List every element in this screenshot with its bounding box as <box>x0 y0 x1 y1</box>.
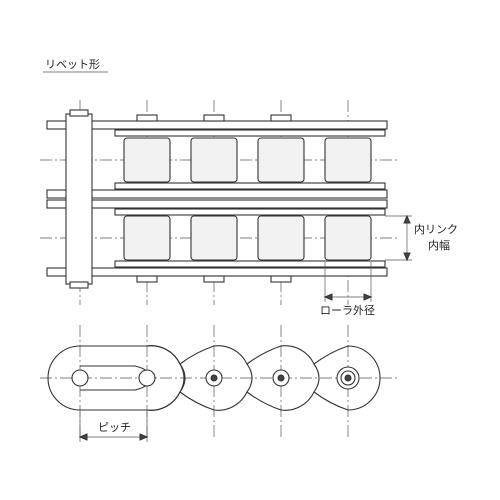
connecting-pin <box>65 113 93 285</box>
roller-s1-1 <box>123 137 171 183</box>
pin-side-2 <box>138 369 156 387</box>
inner-plate-s2-bottom <box>114 260 386 268</box>
dimension-pitch: ピッチ <box>78 412 149 442</box>
inner-plate-s1-bottom <box>114 182 386 190</box>
link-plate-3 <box>246 345 320 411</box>
pin-head-2-top <box>136 114 158 122</box>
link-plate-4 <box>313 345 381 411</box>
section-title: リベット形 <box>45 58 100 71</box>
pin-head-4-top <box>270 114 292 122</box>
chain-side-view <box>40 325 400 440</box>
outer-plate-top <box>46 120 388 130</box>
roller-s2-3 <box>257 215 305 261</box>
roller-s2-4 <box>324 215 372 261</box>
roller-s2-2 <box>190 215 238 261</box>
inner-link-label-2: 内幅 <box>428 238 450 252</box>
pin-head-top <box>69 109 89 117</box>
dimension-roller-diameter: ローラ外径 <box>320 262 375 317</box>
pin-head-4-bottom <box>270 275 292 283</box>
outer-plate-bottom <box>46 267 388 277</box>
roller-s1-2 <box>190 137 238 183</box>
chain-top-view <box>40 100 400 305</box>
pin-side-1 <box>71 369 89 387</box>
inner-plate-s2-top <box>114 208 386 216</box>
roller-diameter-label: ローラ外径 <box>320 304 375 317</box>
roller-s1-3 <box>257 137 305 183</box>
link-plate-2 <box>179 345 253 411</box>
pin-head-bottom <box>69 281 89 289</box>
pitch-label: ピッチ <box>98 421 131 434</box>
pin-head-3-top <box>203 114 225 122</box>
inner-plate-s1-top <box>114 129 386 137</box>
outer-plate-middle-2 <box>46 199 388 209</box>
outer-plate-middle-1 <box>46 189 388 199</box>
roller-s2-1 <box>123 215 171 261</box>
roller-s1-4 <box>324 137 372 183</box>
pin-head-3-bottom <box>203 275 225 283</box>
dimension-inner-link-width: 内リンク 内幅 <box>385 214 458 262</box>
inner-link-label-1: 内リンク <box>414 222 458 236</box>
pin-head-2-bottom <box>136 275 158 283</box>
